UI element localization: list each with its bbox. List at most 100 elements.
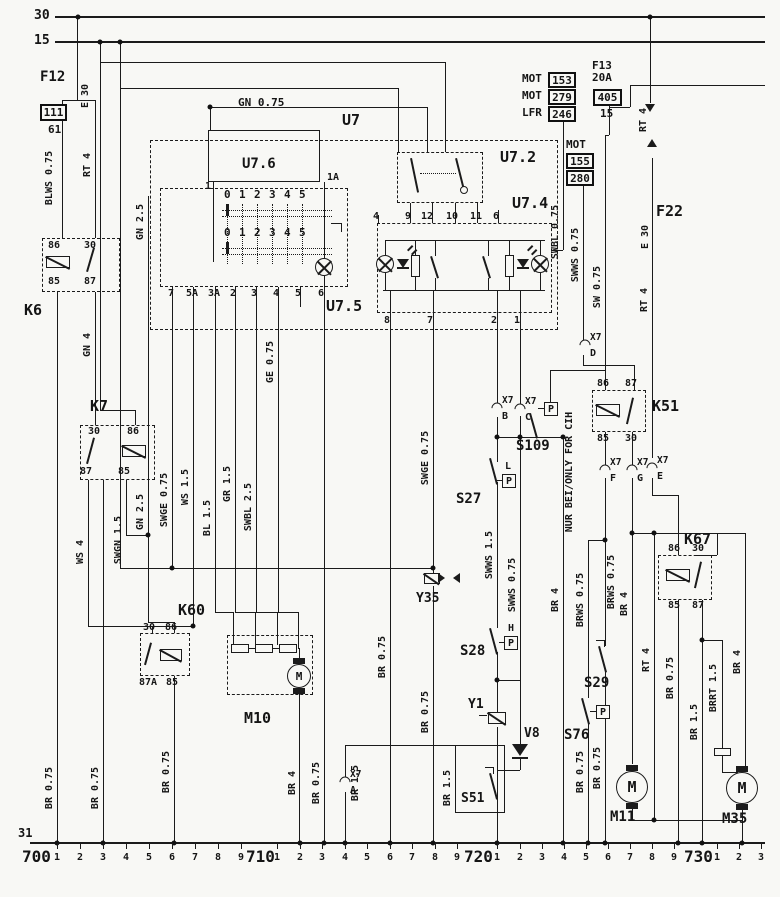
- wire-segment: [588, 724, 590, 843]
- wire-segment: [299, 648, 301, 664]
- text-label: 0: [224, 188, 231, 201]
- wire-label: SWGE 0.75: [420, 430, 431, 486]
- text-label: Y35: [416, 591, 440, 606]
- wire-segment: [415, 277, 417, 290]
- rail-tick: [586, 843, 588, 849]
- wire-segment: [126, 535, 148, 537]
- text-label: 1A: [327, 172, 340, 183]
- wire-label: BR 4: [550, 587, 561, 613]
- rail-tick-number: 3: [758, 852, 765, 863]
- wire-segment: [213, 182, 215, 262]
- text-label: 2: [254, 226, 261, 239]
- wire-segment: [630, 85, 632, 107]
- junction-dot: [430, 565, 436, 571]
- text-label: S51: [461, 791, 485, 806]
- text-label: 1: [239, 188, 246, 201]
- pressure-switch-symbol: P: [504, 636, 518, 650]
- rail-tick: [345, 843, 347, 849]
- component-box: [397, 152, 483, 203]
- wire-segment: [278, 612, 298, 614]
- text-label: 3: [269, 188, 276, 201]
- text-label: MOT: [522, 72, 542, 85]
- text-label: 11: [470, 211, 483, 222]
- rail-tick-number: 9: [238, 852, 245, 863]
- wire-segment: [495, 437, 565, 439]
- wire-segment: [509, 240, 511, 255]
- wire-segment: [378, 215, 380, 223]
- rail-group-label: 710: [246, 847, 275, 866]
- component-box: [592, 390, 646, 432]
- wire-segment: [390, 313, 392, 843]
- text-label: 4: [284, 188, 291, 201]
- wire-label: BR 0.75: [161, 750, 172, 794]
- junction-dot: [560, 434, 566, 440]
- wire-segment: [331, 223, 341, 225]
- wire-label: GE 0.75: [265, 340, 276, 384]
- text-label: 30: [84, 240, 97, 251]
- connector-label: X7: [502, 395, 514, 406]
- connector-label: X7: [350, 769, 362, 780]
- text-label: 4: [284, 226, 291, 239]
- text-label: V8: [524, 726, 540, 741]
- wire-segment: [605, 135, 607, 370]
- resistor: [231, 644, 249, 653]
- wire-segment: [174, 676, 176, 843]
- text-label: S27: [456, 491, 482, 507]
- wire-label: RT 4: [641, 647, 652, 673]
- wire-segment: [193, 287, 195, 626]
- junction-dot: [75, 14, 81, 20]
- contact-slant: [581, 698, 590, 725]
- junction-dot: [190, 623, 196, 629]
- junction-dot: [494, 434, 500, 440]
- wire-label: WS 4: [75, 539, 86, 565]
- junction-dot: [585, 840, 591, 846]
- wire-segment: [215, 287, 217, 612]
- wire-label: GR 1.5: [222, 465, 233, 503]
- wire-segment: [397, 267, 409, 269]
- motor-icon: M: [287, 664, 311, 688]
- wire-segment: [433, 313, 435, 575]
- track-reference-box: 280: [566, 170, 594, 186]
- wire-segment: [588, 540, 590, 698]
- text-label: 4: [273, 288, 280, 299]
- rail-tick: [497, 843, 499, 849]
- wire-segment: [605, 478, 607, 540]
- track-reference-box: 279: [548, 89, 576, 105]
- rail-tick-number: 1: [274, 852, 281, 863]
- rail-tick: [149, 843, 151, 849]
- resistor: [505, 255, 514, 277]
- rail-tick: [435, 843, 437, 849]
- wire-segment: [583, 355, 585, 365]
- wire-segment: [696, 555, 717, 557]
- wire-segment: [632, 533, 634, 764]
- junction-dot: [169, 565, 175, 571]
- wire-label: BR 0.75: [420, 690, 431, 734]
- rail-tick: [241, 843, 243, 849]
- connector-pin-label: B: [502, 411, 509, 422]
- rail-tick-number: 1: [714, 852, 721, 863]
- text-label: 30: [625, 433, 638, 444]
- rail-tick-number: 6: [169, 852, 176, 863]
- wire-segment: [552, 250, 563, 252]
- text-label: U7.5: [326, 297, 363, 315]
- text-label: L: [505, 461, 512, 472]
- connector-pin-label: D: [590, 348, 597, 359]
- wire-segment: [479, 715, 487, 717]
- wire-segment: [152, 626, 154, 633]
- wire-segment: [55, 41, 765, 43]
- wire-segment: [255, 612, 257, 635]
- text-label: K51: [652, 397, 680, 415]
- rail-tick-number: 3: [539, 852, 546, 863]
- arrowhead-icon: [517, 259, 529, 268]
- text-label: 6: [318, 288, 325, 299]
- lamp-icon: [315, 258, 333, 276]
- text-label: S29: [584, 675, 610, 691]
- component-box: [658, 555, 712, 600]
- junction-dot: [430, 840, 436, 846]
- text-label: Y1: [468, 697, 484, 712]
- wire-segment: [410, 203, 412, 223]
- wire-segment: [497, 680, 520, 682]
- wire-segment: [488, 240, 490, 256]
- text-label: LFR: [522, 106, 542, 119]
- text-label: 87: [625, 378, 638, 389]
